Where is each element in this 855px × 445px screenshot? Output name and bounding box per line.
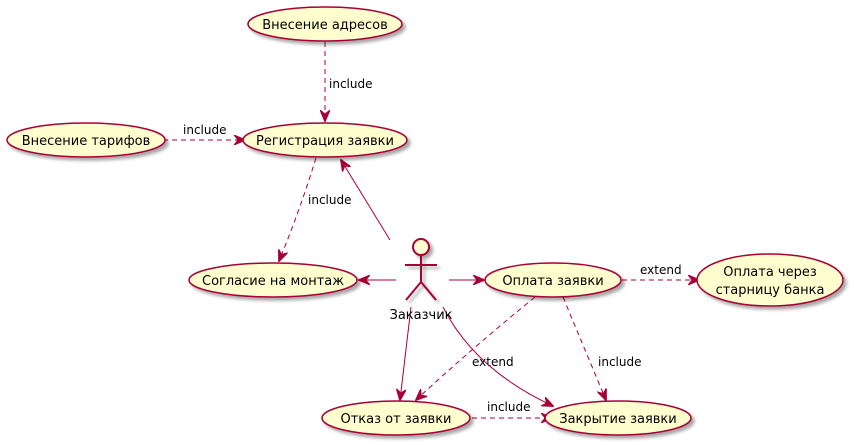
edge-addresses-to-registration: include bbox=[325, 42, 372, 121]
use-case-label-line-1: Оплата через bbox=[723, 265, 817, 280]
use-case-bank-payment[interactable]: Оплата через старницу банка bbox=[696, 253, 844, 307]
relation-label-include: include bbox=[183, 123, 226, 137]
edge-tariffs-to-registration: include bbox=[163, 123, 245, 140]
use-case-label-line-2: старницу банка bbox=[716, 283, 825, 298]
use-case-label: Внесение тарифов bbox=[22, 134, 151, 149]
use-case-label: Внесение адресов bbox=[262, 18, 388, 33]
use-case-label: Согласие на монтаж bbox=[202, 274, 344, 289]
relation-label-include: include bbox=[487, 400, 530, 414]
use-case-closing[interactable]: Закрытие заявки bbox=[544, 400, 692, 436]
use-case-payment[interactable]: Оплата заявки bbox=[484, 262, 622, 298]
edge-actor-to-registration bbox=[341, 160, 391, 241]
edge-actor-to-closing bbox=[442, 306, 553, 406]
use-case-tariffs[interactable]: Внесение тарифов bbox=[6, 122, 166, 158]
edge-payment-to-closing: include bbox=[562, 296, 641, 400]
relation-label-include: include bbox=[598, 355, 641, 369]
use-case-refusal[interactable]: Отказ от заявки bbox=[321, 400, 471, 436]
relation-label-extend: extend bbox=[640, 263, 682, 277]
use-case-label: Оплата заявки bbox=[502, 274, 603, 289]
edge-payment-to-bank: extend bbox=[622, 263, 699, 280]
use-case-mount-consent[interactable]: Согласие на монтаж bbox=[188, 262, 358, 298]
actor-customer[interactable]: Заказчик bbox=[389, 238, 453, 323]
relation-label-extend: extend bbox=[472, 355, 514, 369]
use-case-label: Регистрация заявки bbox=[256, 134, 394, 149]
actor-label: Заказчик bbox=[389, 308, 452, 323]
use-case-label: Отказ от заявки bbox=[341, 412, 452, 427]
edge-actor-to-refusal bbox=[400, 306, 412, 400]
relation-label-include: include bbox=[329, 77, 372, 91]
relation-label-include: include bbox=[308, 193, 351, 207]
stick-figure-icon bbox=[405, 238, 437, 301]
edge-registration-to-consent: include bbox=[279, 157, 351, 261]
use-case-label: Закрытие заявки bbox=[559, 412, 676, 427]
use-case-registration[interactable]: Регистрация заявки bbox=[242, 122, 408, 158]
edge-refusal-to-closing: include bbox=[472, 400, 552, 418]
use-case-addresses[interactable]: Внесение адресов bbox=[247, 6, 403, 42]
